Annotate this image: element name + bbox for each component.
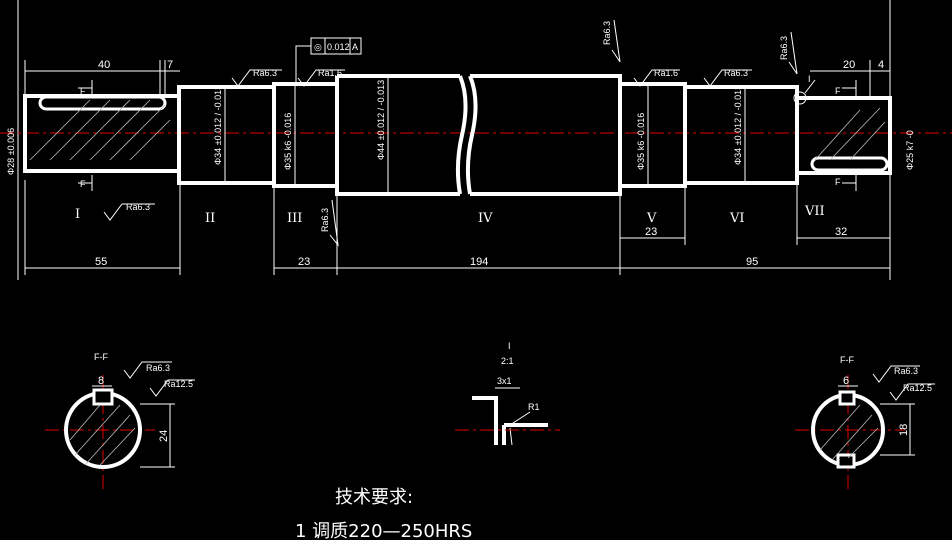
dim-7: 7 <box>167 59 173 71</box>
svg-text:Ra12.5: Ra12.5 <box>164 379 193 389</box>
section-label-IV: IV <box>478 211 493 226</box>
svg-text:Ra6.3: Ra6.3 <box>602 21 612 45</box>
svg-text:Ra6.3: Ra6.3 <box>126 202 150 212</box>
svg-text:F-F: F-F <box>840 355 854 365</box>
svg-text:0.012: 0.012 <box>327 42 350 52</box>
diameter-s2: Φ34 ±0.012 / -0.013 <box>213 85 223 165</box>
section-left-ff: F-F 8 Ra6.3 Ra12.5 24 <box>45 352 195 490</box>
svg-text:Ra6.3: Ra6.3 <box>779 36 789 60</box>
svg-text:Ra6.3: Ra6.3 <box>253 68 277 78</box>
svg-text:3x1: 3x1 <box>497 376 512 386</box>
svg-text:F: F <box>80 86 86 96</box>
detail-I: I 2:1 3x1 R1 <box>455 341 560 446</box>
svg-text:A: A <box>352 42 358 52</box>
dim-40: 40 <box>98 59 110 71</box>
svg-text:6: 6 <box>843 375 849 387</box>
svg-text:Ra6.3: Ra6.3 <box>894 366 918 376</box>
svg-text:Ra1.6: Ra1.6 <box>654 68 678 78</box>
section-markers: F F F F I <box>78 74 857 191</box>
section-label-V: V <box>646 211 657 226</box>
svg-text:R1: R1 <box>528 402 540 412</box>
svg-text:F: F <box>835 86 841 96</box>
dimension-lines <box>24 60 891 275</box>
svg-text:24: 24 <box>158 430 170 442</box>
svg-text:Ra6.3: Ra6.3 <box>724 68 748 78</box>
svg-text:18: 18 <box>898 424 910 436</box>
roughness-symbols: Ra6.3 Ra6.3 Ra1.6 Ra1.6 Ra6.3 Ra6.3 Ra6.… <box>103 19 798 247</box>
section-label-I: I <box>75 207 80 222</box>
svg-text:F: F <box>835 177 841 187</box>
diameter-s3: Φ35 k6 -0.016 <box>283 113 293 170</box>
keyway-right <box>810 107 889 172</box>
section-label-VI: VI <box>729 211 745 226</box>
diameter-s4: Φ44 ±0.012 / -0.013 <box>376 80 386 160</box>
requirements-heading: 技术要求: <box>335 487 413 508</box>
svg-text:Ra12.5: Ra12.5 <box>903 383 932 393</box>
keyway-left <box>29 95 171 161</box>
svg-text:Ra6.3: Ra6.3 <box>146 363 170 373</box>
tolerance-frame: ◎ 0.012 A <box>295 37 362 84</box>
svg-text:I: I <box>508 341 511 351</box>
svg-text:Ra6.3: Ra6.3 <box>320 208 330 232</box>
requirements-item-1: 1 调质220—250HRS <box>295 521 472 540</box>
dim-20: 20 <box>843 59 855 71</box>
svg-text:◎: ◎ <box>314 42 322 52</box>
section-right-ff: F-F 6 Ra6.3 Ra12.5 18 <box>795 355 935 490</box>
diameter-lines <box>224 76 746 194</box>
dim-4: 4 <box>878 59 884 71</box>
svg-text:F: F <box>80 179 86 189</box>
svg-text:Ra1.6: Ra1.6 <box>318 68 342 78</box>
dim-32: 32 <box>835 226 847 238</box>
dim-95: 95 <box>746 256 758 268</box>
diameter-s1: Φ28 ±0.006 <box>6 128 16 175</box>
diameter-s5: Φ35 k6 -0.016 <box>636 113 646 170</box>
section-label-II: II <box>205 211 215 226</box>
dim-23-right: 23 <box>645 226 657 238</box>
shaft-outline <box>23 74 892 196</box>
diameter-s7: Φ25 k7 -0 <box>905 130 915 170</box>
svg-text:I: I <box>808 74 811 84</box>
dim-55: 55 <box>95 256 107 268</box>
dim-194: 194 <box>470 256 488 268</box>
section-label-VII: VII <box>804 204 825 219</box>
svg-text:8: 8 <box>98 375 104 387</box>
svg-text:F-F: F-F <box>94 352 108 362</box>
section-label-III: III <box>287 211 302 226</box>
diameter-s6: Φ34 ±0.012 / -0.013 <box>733 85 743 165</box>
svg-text:2:1: 2:1 <box>501 356 514 366</box>
dim-23-left: 23 <box>298 256 310 268</box>
